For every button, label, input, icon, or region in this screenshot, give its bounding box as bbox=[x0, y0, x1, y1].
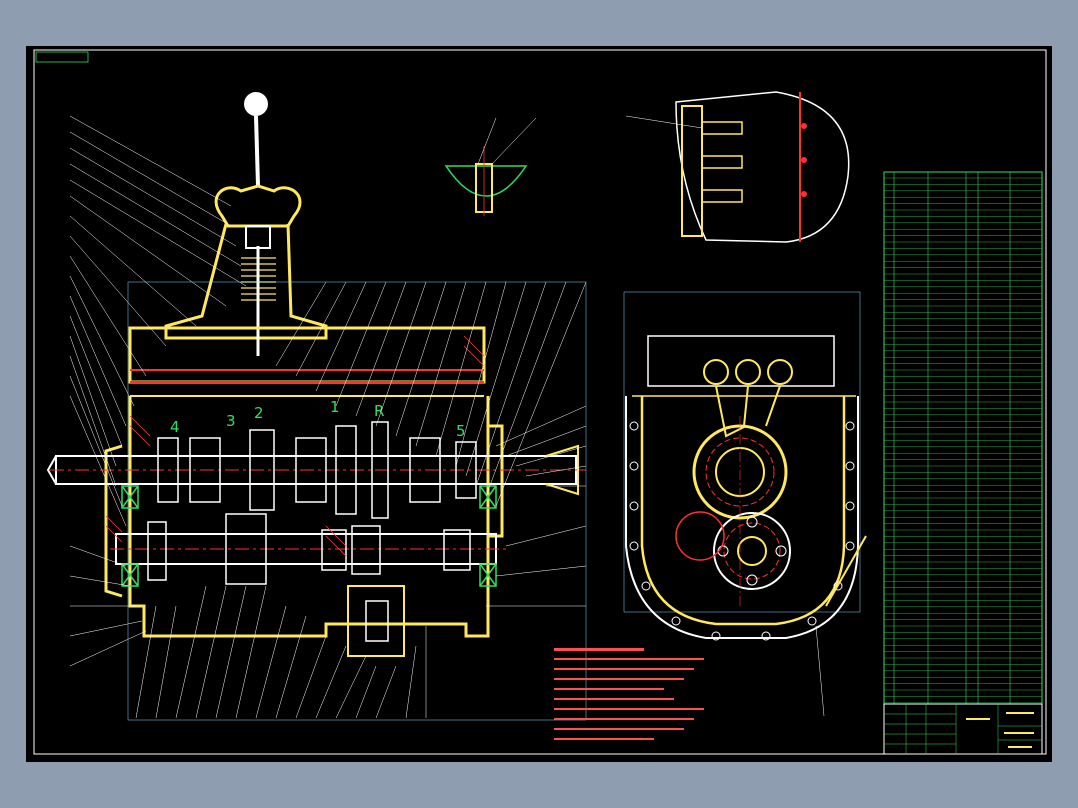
side-shift-forks bbox=[703, 359, 793, 438]
lock-leader-2 bbox=[477, 117, 497, 165]
side-cover bbox=[647, 335, 835, 387]
side-view-dimension-frame bbox=[623, 291, 861, 613]
title-block-marks bbox=[966, 712, 1034, 748]
gear-label-r: R bbox=[374, 402, 384, 420]
side-counter-holes bbox=[717, 516, 787, 586]
bearings bbox=[121, 485, 497, 587]
lever-tower-top bbox=[214, 184, 302, 228]
lock-detail-outline bbox=[444, 165, 528, 197]
drawing-sheet: 4 3 2 1 R 5 bbox=[26, 46, 1052, 762]
gear-label-5: 5 bbox=[456, 422, 466, 440]
main-section-view: 4 3 2 1 R 5 bbox=[46, 92, 587, 721]
reverse-idler-gear bbox=[365, 600, 389, 642]
side-reverse-idler bbox=[675, 511, 725, 561]
transmission-assembly-drawing: 4 3 2 1 R 5 bbox=[33, 49, 1047, 755]
side-housing-inner bbox=[640, 396, 846, 626]
side-housing-outer bbox=[625, 396, 859, 639]
title-block bbox=[883, 703, 1043, 755]
leader-lines-right bbox=[486, 405, 587, 607]
parts-table-frame bbox=[883, 171, 1043, 705]
parts-table-columns bbox=[893, 172, 1011, 704]
leader-lines-left bbox=[69, 115, 247, 667]
rail-detail-outline bbox=[675, 91, 850, 243]
notes-heading-mark bbox=[554, 648, 644, 651]
shift-rail-detail-view bbox=[625, 91, 850, 243]
leader-lines-bottom bbox=[135, 585, 427, 719]
counter-shaft-gears bbox=[147, 513, 471, 585]
side-counter-hub bbox=[737, 536, 767, 566]
main-view-dimension-frame bbox=[127, 281, 587, 721]
shift-knob bbox=[244, 92, 268, 116]
parts-list-table bbox=[883, 171, 1043, 755]
lever-tower-housing bbox=[164, 223, 328, 340]
output-flange bbox=[545, 444, 579, 496]
gear-label-2: 2 bbox=[254, 404, 264, 422]
side-counter-pitch-circle bbox=[723, 522, 781, 580]
side-section-view bbox=[623, 291, 867, 717]
rear-bearing-cap bbox=[488, 424, 504, 538]
side-flange-bolts bbox=[629, 421, 855, 641]
main-shaft-gears bbox=[157, 421, 477, 519]
gear-label-3: 3 bbox=[226, 412, 236, 430]
side-counter-gear bbox=[713, 512, 791, 590]
lock-leader-1 bbox=[491, 117, 537, 165]
gear-label-1: 1 bbox=[330, 398, 340, 416]
notes-text-lines bbox=[554, 658, 704, 740]
side-leader bbox=[815, 625, 825, 717]
reverse-idler-housing bbox=[347, 585, 405, 657]
main-housing bbox=[128, 396, 490, 638]
front-bearing-cap bbox=[104, 444, 123, 598]
drawing-border bbox=[33, 49, 1047, 755]
title-block-grid bbox=[884, 704, 1042, 754]
technical-requirements-notes bbox=[554, 648, 704, 740]
corner-box bbox=[35, 51, 89, 63]
rail-detail-housing bbox=[681, 105, 703, 237]
lock-bolt-detail bbox=[444, 117, 537, 216]
leader-lines-top bbox=[275, 281, 587, 507]
side-main-pitch-circle bbox=[705, 437, 775, 507]
rail-detail-holes bbox=[801, 123, 807, 197]
rail-detail-leader bbox=[625, 115, 703, 129]
rail-detail-springs bbox=[701, 121, 743, 203]
parts-table-rows bbox=[884, 177, 1042, 703]
shift-stick bbox=[254, 115, 260, 187]
input-shaft-end bbox=[46, 455, 57, 485]
section-hatching bbox=[105, 335, 485, 557]
gear-label-4: 4 bbox=[170, 418, 180, 436]
lever-ball-joint bbox=[245, 225, 271, 249]
side-drain-plug bbox=[825, 535, 867, 607]
